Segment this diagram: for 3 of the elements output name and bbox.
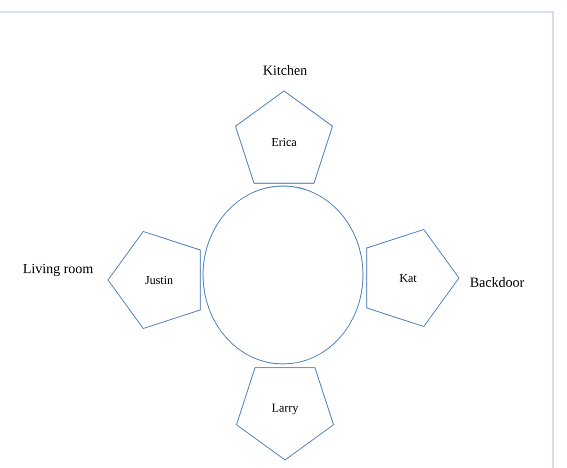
table-circle [202,186,364,364]
room-label: Living room [23,264,93,276]
room-label: Kitchen [263,65,307,75]
